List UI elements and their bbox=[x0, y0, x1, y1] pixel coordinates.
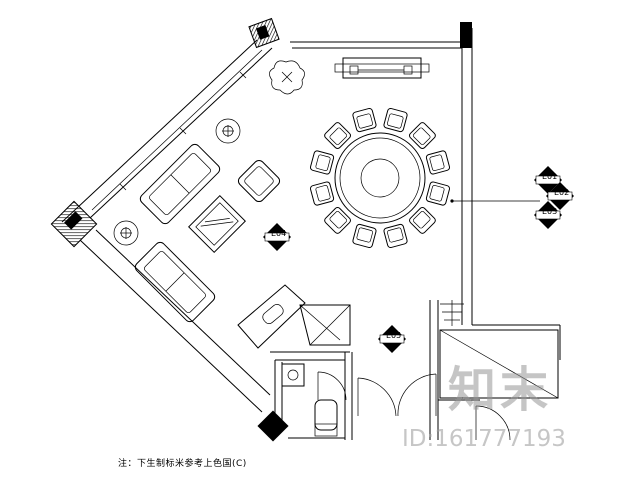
watermark-id: ID:161777193 bbox=[402, 426, 566, 452]
sofa-lower bbox=[134, 241, 216, 323]
dining-chair bbox=[425, 181, 451, 206]
dining-chair-seat bbox=[329, 211, 347, 229]
dining-table bbox=[334, 132, 426, 224]
tag-label-e03: E03 bbox=[542, 207, 557, 216]
door-swings bbox=[317, 371, 511, 441]
tag-sub-e05: DHE-W-XX bbox=[382, 338, 403, 343]
lower-walls bbox=[270, 300, 480, 440]
dining-chair bbox=[383, 107, 408, 133]
dining-chair bbox=[425, 150, 451, 175]
elevation-tag-e02: E02 DHE-W-XX bbox=[546, 182, 574, 210]
sideboard bbox=[334, 57, 430, 79]
dining-chair-seat bbox=[429, 154, 445, 171]
dining-chair bbox=[309, 150, 335, 175]
elevation-tag-e03: E03 DHE-W-XX bbox=[534, 201, 562, 229]
tag-label-e01: E01 bbox=[542, 172, 557, 181]
dining-chair-seat bbox=[315, 154, 331, 171]
tag-sub-e03: DHE-W-XX bbox=[538, 214, 559, 219]
dining-chair bbox=[409, 122, 436, 149]
dining-chairs bbox=[309, 107, 451, 249]
dining-chair bbox=[409, 207, 436, 234]
dining-chair bbox=[309, 181, 335, 206]
watermark-logo: 知末 bbox=[448, 362, 553, 418]
dining-chair-seat bbox=[329, 127, 347, 145]
sink-wc bbox=[281, 363, 338, 437]
dining-chair-seat bbox=[429, 185, 445, 202]
tag-sub-e02: DHE-W-XX bbox=[550, 195, 571, 200]
dining-chair bbox=[383, 223, 408, 249]
sofa-upper bbox=[139, 143, 221, 225]
tag-sub-e01: DHE-W-XX bbox=[538, 179, 559, 184]
dining-chair-seat bbox=[387, 113, 404, 129]
dining-chair-seat bbox=[413, 127, 431, 145]
dining-chair-seat bbox=[315, 185, 331, 202]
walls bbox=[61, 28, 561, 413]
lower-right-cabinet bbox=[439, 329, 559, 399]
tag-label-e02: E02 bbox=[554, 188, 569, 197]
elevation-tag-e05: E05 DHE-W-XX bbox=[378, 325, 406, 353]
dining-chair bbox=[324, 122, 351, 149]
dining-chair bbox=[352, 223, 377, 249]
dining-chair-seat bbox=[413, 211, 431, 229]
plant bbox=[269, 60, 305, 95]
small-plant-symbol bbox=[440, 300, 464, 326]
tag-label-e05: E05 bbox=[386, 331, 401, 340]
dining-chair-seat bbox=[387, 227, 404, 243]
drawing-note: 注：下生制标米参考上色国(C) bbox=[118, 459, 247, 469]
dining-chair bbox=[352, 107, 377, 133]
columns bbox=[50, 17, 472, 442]
dining-chair-seat bbox=[356, 113, 373, 129]
side-table-top bbox=[215, 118, 241, 144]
tag-label-e04: E04 bbox=[271, 229, 286, 238]
bath-counter bbox=[237, 284, 306, 349]
dining-chair-seat bbox=[356, 227, 373, 243]
side-table-left bbox=[113, 220, 139, 246]
cabinet-block bbox=[299, 304, 351, 346]
armchair bbox=[237, 159, 281, 203]
dining-chair bbox=[324, 207, 351, 234]
tag-sub-e04: DHE-W-XX bbox=[267, 236, 288, 241]
coffee-table bbox=[188, 195, 246, 253]
elevation-tag-e04: E04 DHE-W-XX bbox=[263, 223, 291, 251]
